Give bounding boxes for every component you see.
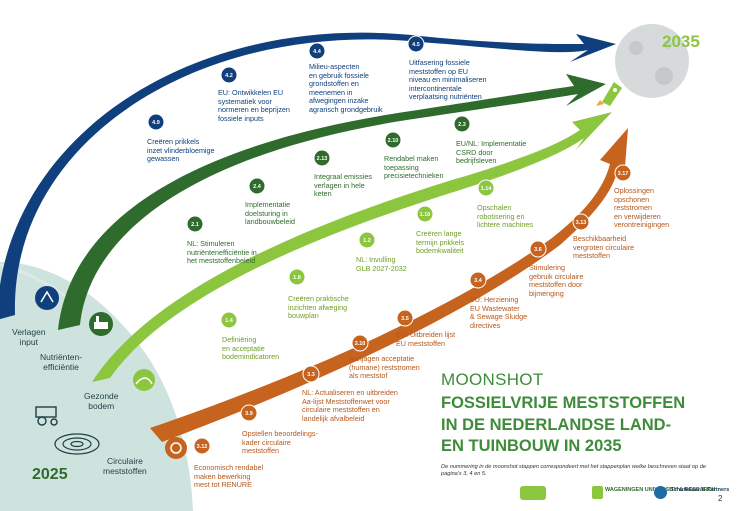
soil-layers-icon [54,433,100,455]
root-label-verlagen-input: Verlagen input [12,327,46,347]
milestone-badge [614,164,632,182]
page-number: 2 [718,494,723,503]
milestone-badge [396,309,414,327]
milestone-number: 1.2 [363,238,371,244]
milestone-3-4: EU: Herziening EU Wastewater & Sewage Sl… [470,295,528,330]
milestone-badge [351,334,369,352]
milestone-badge [529,240,547,258]
milestone-badge [186,215,204,233]
milestone-1-14: Opschalen robotisering en lichtere machi… [477,203,533,230]
rocket-icon [596,82,622,106]
milestone-badge [358,231,376,249]
partner-logo-icon [520,486,546,500]
milestone-3-10: Aanjagen acceptatie (humane) reststromen… [349,354,420,381]
path-gezonde-bodem [92,112,612,382]
milestone-number: 3.6 [534,247,542,253]
recycle-icon [165,437,187,459]
milestone-4-2: EU: Ontwikkelen EU systematiek voor norm… [218,88,290,123]
milestone-number: 2.4 [253,184,262,190]
milestone-3-12: Economisch rendabel maken bewerking mest… [194,463,264,490]
milestone-4-9: Creëren prikkels inzet vlinderbloemige g… [147,137,215,164]
tractor-icon [35,406,58,426]
factory-icon [89,312,113,336]
milestone-badge [240,404,258,422]
milestone-badge [302,365,320,383]
input-icon [35,286,59,310]
milestone-number: 2.10 [388,138,399,144]
milestone-badge [572,213,590,231]
milestone-1-8: Creëren praktische inzichten afweging bo… [288,294,349,321]
milestone-number: 3.17 [618,171,629,177]
milestone-badge [248,177,266,195]
milestone-2-10: Rendabel maken toepassing precisietechni… [384,154,444,181]
milestone-number: 2.13 [317,156,328,162]
root-label-circulaire-meststoffen: Circulaire meststoffen [103,456,147,476]
milestone-1-4: Definiëring en acceptatie bodemindicator… [222,335,280,362]
milestone-number: 4.9 [152,120,160,126]
milestone-badge [407,35,425,53]
milestone-number: 4.5 [412,42,420,48]
milestone-3-9: Opstellen beoordelings- kader circulaire… [242,429,318,456]
milestone-2-1: NL: Stimuleren nutriëntenefficiëntie in … [187,239,257,266]
milestone-number: 3.10 [355,341,366,347]
milestone-1-10: Creëren lange termijn prikkels bodemkwal… [416,229,464,256]
milestone-4-5: Uitfasering fossiele meststoffen op EU n… [409,58,487,102]
moon-icon [615,24,689,98]
milestone-number: 3.3 [307,372,315,378]
footnote: De nummering in de moonshot stappen corr… [441,464,706,477]
wageningen-logo-icon [592,486,603,499]
milestone-3-17: Oplossingen opschonen reststromen en ver… [614,186,670,230]
milestone-number: 2.3 [458,122,466,128]
milestone-badge [147,113,165,131]
schuttelaar-logo: Schuttelaar & Partners [670,487,730,493]
milestone-2-3: EU/NL: Implementatie CSRD door bedrijfsl… [456,139,527,166]
milestone-number: 1.10 [420,212,431,218]
schuttelaar-logo-icon [654,486,667,499]
milestone-3-6: Stimulering gebruik circulaire meststoff… [529,263,584,298]
milestone-badge [193,437,211,455]
milestone-number: 4.2 [225,73,233,79]
earth-shape [0,262,193,511]
end-year: 2035 [662,32,700,51]
milestone-number: 3.5 [401,316,409,322]
milestone-number: 2.1 [191,222,199,228]
milestone-badge [469,271,487,289]
milestone-badge [220,66,238,84]
milestone-3-3: NL: Actualiseren en uitbreiden Aa-lijst … [302,388,398,423]
milestone-badge [313,149,331,167]
milestone-number: 3.12 [197,444,208,450]
milestone-4-4: Milieu-aspecten en gebruik fossiele gron… [309,62,383,114]
root-label-gezonde-bodem: Gezonde bodem [84,391,119,411]
field-icon [133,369,155,391]
milestone-3-13: Beschikbaarheid vergroten circulaire mes… [573,234,635,261]
root-label-nutrienten-efficientie: Nutriënten- efficiëntie [40,352,83,372]
milestone-number: 1.4 [225,318,234,324]
milestone-number: 3.9 [245,411,253,417]
milestone-badge [416,205,434,223]
title-moonshot: MOONSHOT [441,370,544,389]
milestone-2-4: Implementatie doelsturing in landbouwbel… [245,200,295,227]
milestone-badge [220,311,238,329]
milestone-number: 3.13 [576,220,587,226]
milestone-badge [453,115,471,133]
milestone-3-5: EU: Uitbreiden lijst EU meststoffen [396,330,456,348]
milestone-badge [477,179,495,197]
milestone-number: 4.4 [313,49,322,55]
milestone-badge [384,131,402,149]
title-main: FOSSIELVRIJE MESTSTOFFEN IN DE NEDERLAND… [441,394,686,455]
start-year: 2025 [32,466,68,483]
milestone-number: 1.8 [293,275,301,281]
milestone-badge [288,268,306,286]
milestone-number: 3.4 [474,278,483,284]
milestone-1-2: NL: Invulling GLB 2027-2032 [356,255,407,273]
milestone-badge [308,42,326,60]
milestone-number: 1.14 [481,186,493,192]
milestone-2-13: Integraal emissies verlagen in hele kete… [314,172,372,199]
